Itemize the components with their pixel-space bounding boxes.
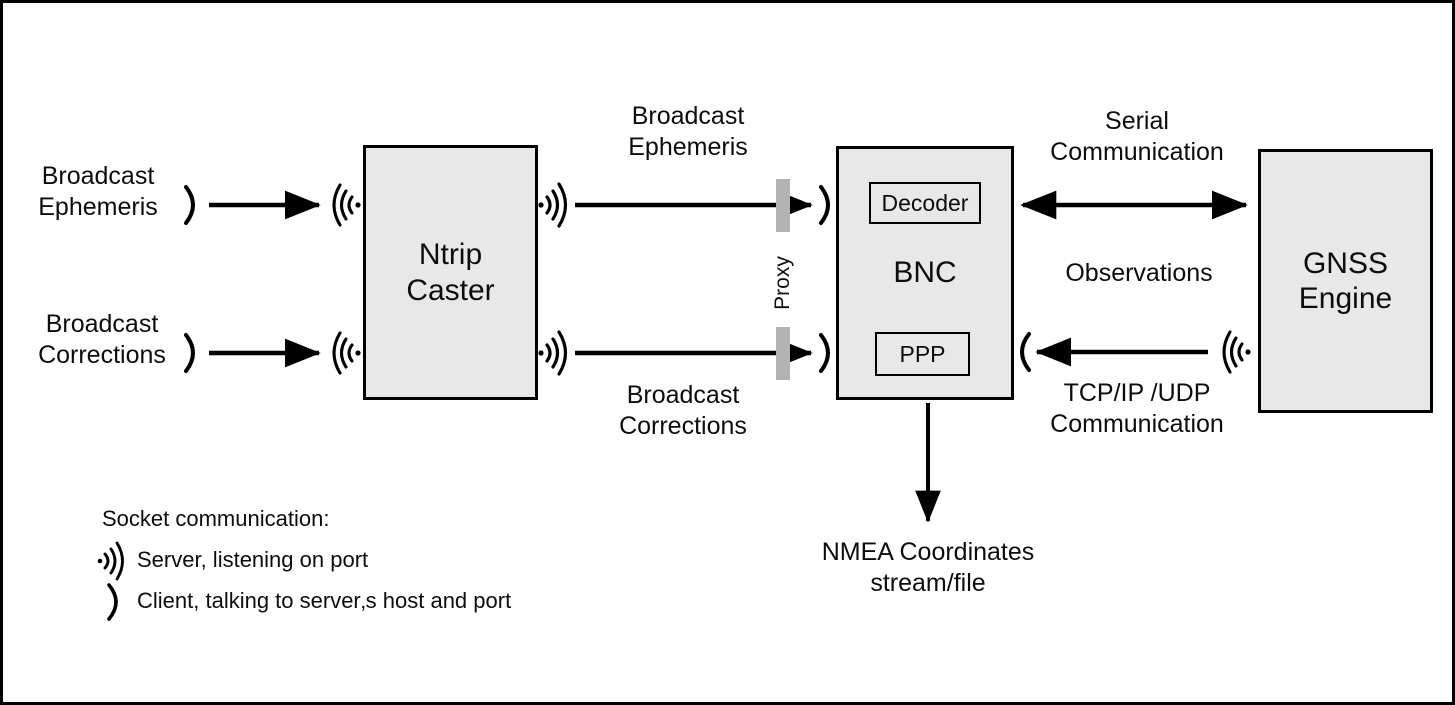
label-serial-communication: Serial Communication xyxy=(1050,107,1224,166)
antenna-icon-caster-ephemeris xyxy=(332,183,361,227)
client-arc-icon-bnc-ephemeris xyxy=(819,185,830,225)
antenna-icon-gnss-observations xyxy=(1222,330,1251,374)
label-broadcast-corrections-input: Broadcast Corrections xyxy=(38,310,166,369)
legend-item-client-label: Client, talking to server‚s host and por… xyxy=(137,588,512,613)
legend-item-server-label: Server, listening on port xyxy=(137,547,369,572)
node-ntrip-caster-label: Ntrip Caster xyxy=(406,238,495,307)
label-nmea-output: NMEA Coordinates stream/file xyxy=(821,538,1035,597)
client-arc-icon-corrections-in xyxy=(184,333,195,373)
subnode-ppp-label: PPP xyxy=(899,340,946,367)
label-observations: Observations xyxy=(1065,259,1213,287)
subnode-ppp[interactable]: PPP xyxy=(875,332,970,376)
label-broadcast-ephemeris-flow: Broadcast Ephemeris xyxy=(628,102,748,161)
antenna-icon-caster-out-corrections xyxy=(538,330,568,376)
proxy-bar-ephemeris xyxy=(776,179,790,232)
client-arc-icon-ephemeris-in xyxy=(184,185,195,225)
legend-client-arc-icon xyxy=(107,583,118,621)
antenna-icon-caster-corrections xyxy=(332,331,361,375)
antenna-icon-caster-out-ephemeris xyxy=(538,182,568,228)
client-arc-icon-bnc-corrections xyxy=(819,333,830,373)
subnode-decoder[interactable]: Decoder xyxy=(869,182,981,224)
proxy-bar-corrections xyxy=(776,327,790,380)
node-gnss-engine-label: GNSS Engine xyxy=(1298,246,1393,315)
legend-title: Socket communication: xyxy=(102,506,330,531)
diagram-connectors xyxy=(97,182,1251,621)
node-bnc-label: BNC xyxy=(893,256,957,290)
label-tcpip-udp-communication: TCP/IP /UDP Communication xyxy=(1050,379,1224,438)
subnode-decoder-label: Decoder xyxy=(881,189,969,216)
legend-antenna-icon xyxy=(97,541,124,581)
node-gnss-engine[interactable]: GNSS Engine xyxy=(1258,149,1433,413)
label-broadcast-ephemeris-input: Broadcast Ephemeris xyxy=(38,162,158,221)
client-arc-icon-bnc-observations xyxy=(1020,332,1031,372)
proxy-label: Proxy xyxy=(771,256,794,310)
label-broadcast-corrections-flow: Broadcast Corrections xyxy=(619,381,747,440)
node-ntrip-caster[interactable]: Ntrip Caster xyxy=(363,145,538,400)
